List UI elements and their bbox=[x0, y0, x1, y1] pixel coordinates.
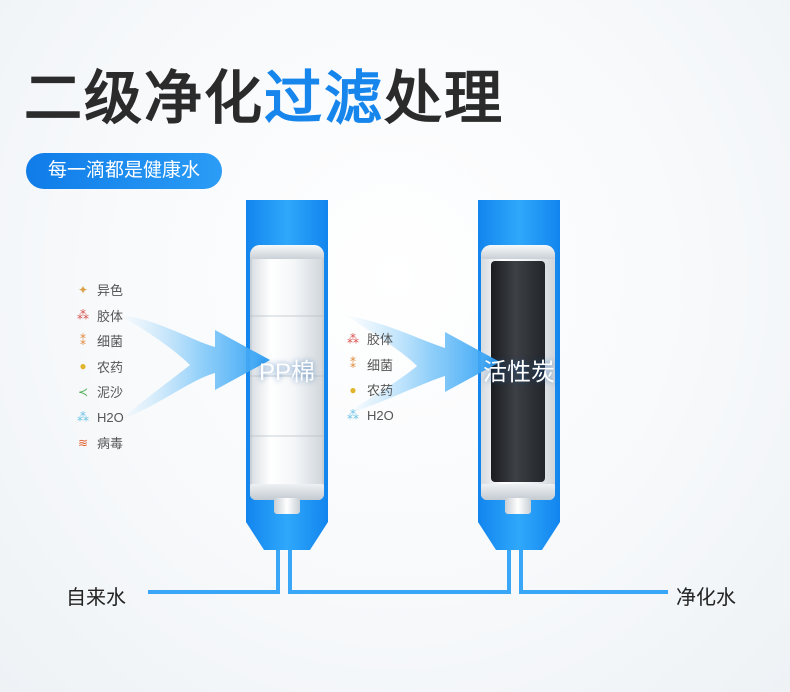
list-item: ⁂胶体 bbox=[342, 326, 394, 352]
page-title: 二级净化过滤处理 bbox=[24, 70, 504, 128]
title-highlight: 过滤 bbox=[264, 66, 385, 131]
inlet-label: 自来水 bbox=[66, 587, 126, 609]
sediment-icon: ≺ bbox=[77, 384, 89, 399]
list-item: ⁂胶体 bbox=[72, 303, 124, 329]
pp-cotton-label: PP棉 bbox=[258, 359, 315, 386]
pesticide-icon: ● bbox=[349, 382, 357, 397]
pp-cotton-cartridge bbox=[250, 245, 324, 514]
virus-icon: ≋ bbox=[77, 435, 89, 450]
cartridge-top-cap bbox=[481, 245, 555, 259]
inlet-pipe bbox=[148, 550, 280, 594]
colloid-dots-icon: ⁂ bbox=[77, 308, 89, 323]
stage2-contaminant-list: ⁂胶体 ⁑细菌 ●农药 ⁂H2O bbox=[342, 326, 394, 428]
list-item: ⁂H2O bbox=[72, 405, 124, 431]
carbon-block bbox=[491, 261, 545, 482]
cartridge-nozzle bbox=[505, 498, 531, 514]
list-item: ✦异色 bbox=[72, 277, 124, 303]
list-item: ⁑细菌 bbox=[72, 328, 124, 354]
bacteria-icon: ⁑ bbox=[80, 333, 86, 348]
cartridge-bottom-cap bbox=[481, 484, 555, 500]
colloid-dots-icon: ⁂ bbox=[347, 331, 359, 346]
color-leaf-icon: ✦ bbox=[77, 282, 89, 297]
water-drop-icon: ⁂ bbox=[77, 410, 89, 425]
list-item: ≋病毒 bbox=[72, 430, 124, 456]
water-drop-icon: ⁂ bbox=[347, 408, 359, 423]
list-item: ≺泥沙 bbox=[72, 379, 124, 405]
cartridge-bottom-cap bbox=[250, 484, 324, 500]
activated-carbon-cartridge bbox=[481, 245, 555, 514]
title-text-2: 处理 bbox=[384, 66, 505, 131]
list-item: ⁑细菌 bbox=[342, 352, 394, 378]
outlet-pipe bbox=[519, 550, 668, 594]
connector-pipe bbox=[288, 550, 511, 594]
subtitle-badge: 每一滴都是健康水 bbox=[26, 153, 223, 189]
cartridge-nozzle bbox=[274, 498, 300, 514]
pesticide-icon: ● bbox=[79, 359, 87, 374]
stage1-contaminant-list: ✦异色 ⁂胶体 ⁑细菌 ●农药 ≺泥沙 ⁂H2O ≋病毒 bbox=[72, 277, 124, 456]
outlet-label: 净化水 bbox=[676, 587, 736, 609]
list-item: ⁂H2O bbox=[342, 403, 394, 429]
activated-carbon-label: 活性炭 bbox=[483, 359, 555, 386]
inflow-arrow-2 bbox=[345, 315, 500, 415]
title-text-1: 二级净化 bbox=[24, 66, 265, 131]
bacteria-icon: ⁑ bbox=[350, 357, 356, 372]
list-item: ●农药 bbox=[342, 377, 394, 403]
inflow-arrow-1 bbox=[120, 315, 270, 420]
cartridge-top-cap bbox=[250, 245, 324, 259]
list-item: ●农药 bbox=[72, 354, 124, 380]
